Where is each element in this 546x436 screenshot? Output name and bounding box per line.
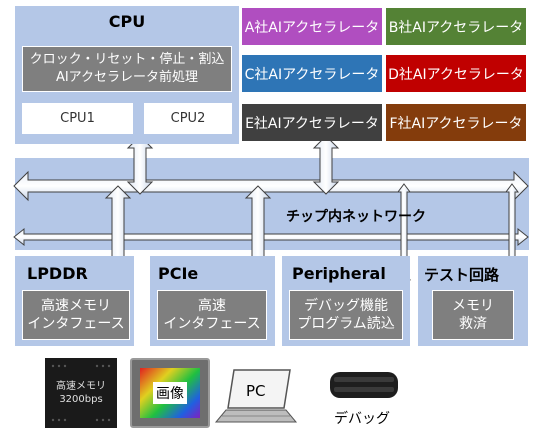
upper-bus-arrow (13, 170, 529, 202)
lpddr-desc-box: 高速メモリ インタフェース (22, 290, 130, 340)
peripheral-title: Peripheral (292, 264, 386, 283)
lpddr-desc-line2: インタフェース (27, 316, 125, 332)
pc-label: PC (246, 382, 266, 400)
memory-chip-image: 高速メモリ 3200bps (45, 358, 117, 428)
memory-chip-line1: 高速メモリ (56, 381, 106, 392)
accelerator-e: E社AIアクセラレータ (242, 104, 382, 141)
test-desc-box: メモリ 救済 (432, 290, 514, 340)
cpu-block: CPU クロック・リセット・停止・割込 AIアクセラレータ前処理 CPU1 CP… (15, 6, 239, 144)
network-label: チップ内ネットワーク (286, 209, 426, 225)
image-sensor-chip: 画像 (140, 368, 200, 418)
pcie-block: PCIe 高速 インタフェース (150, 256, 275, 346)
cpu-function-line1: クロック・リセット・停止・割込 (29, 52, 225, 67)
peripheral-desc-line1: デバッグ機能 (304, 298, 388, 314)
memory-chip-pins (51, 364, 111, 422)
debug-probe-icon (330, 372, 398, 398)
pcie-desc-box: 高速 インタフェース (157, 290, 267, 340)
test-desc-line1: メモリ (452, 298, 494, 314)
pcie-title: PCIe (158, 264, 199, 283)
image-sensor: 画像 (130, 358, 210, 428)
image-label: 画像 (153, 382, 187, 404)
pcie-desc-line1: 高速 (198, 298, 226, 314)
accelerator-c: C社AIアクセラレータ (242, 55, 382, 92)
cpu-core-2: CPU2 (144, 103, 232, 134)
memory-chip-line2: 3200bps (59, 394, 103, 405)
accelerator-f: F社AIアクセラレータ (386, 104, 526, 141)
peripheral-block: Peripheral デバッグ機能 プログラム読込 (282, 256, 410, 346)
cpu-function-line2: AIアクセラレータ前処理 (55, 70, 199, 85)
lpddr-block: LPDDR 高速メモリ インタフェース (15, 256, 134, 346)
accel-bus-arrow (312, 135, 340, 195)
laptop-icon (214, 369, 298, 423)
pcie-desc-line2: インタフェース (163, 316, 261, 332)
cpu-core-1: CPU1 (22, 103, 133, 134)
lpddr-desc-line1: 高速メモリ (41, 298, 111, 314)
debug-label: デバッグ (334, 411, 390, 427)
test-desc-line2: 救済 (459, 316, 487, 332)
cpu-bus-arrow (126, 135, 154, 195)
lower-bus-arrow (13, 227, 529, 247)
cpu-function-box: クロック・リセット・停止・割込 AIアクセラレータ前処理 (22, 46, 232, 92)
accelerator-a: A社AIアクセラレータ (242, 8, 382, 45)
lpddr-title: LPDDR (27, 264, 88, 283)
peripheral-desc-box: デバッグ機能 プログラム読込 (289, 290, 403, 340)
test-block: テスト回路 メモリ 救済 (418, 256, 528, 346)
test-title: テスト回路 (424, 266, 500, 284)
accelerator-b: B社AIアクセラレータ (386, 8, 526, 45)
accelerator-d: D社AIアクセラレータ (386, 55, 526, 92)
cpu-title: CPU (108, 12, 146, 31)
peripheral-desc-line2: プログラム読込 (297, 316, 395, 332)
